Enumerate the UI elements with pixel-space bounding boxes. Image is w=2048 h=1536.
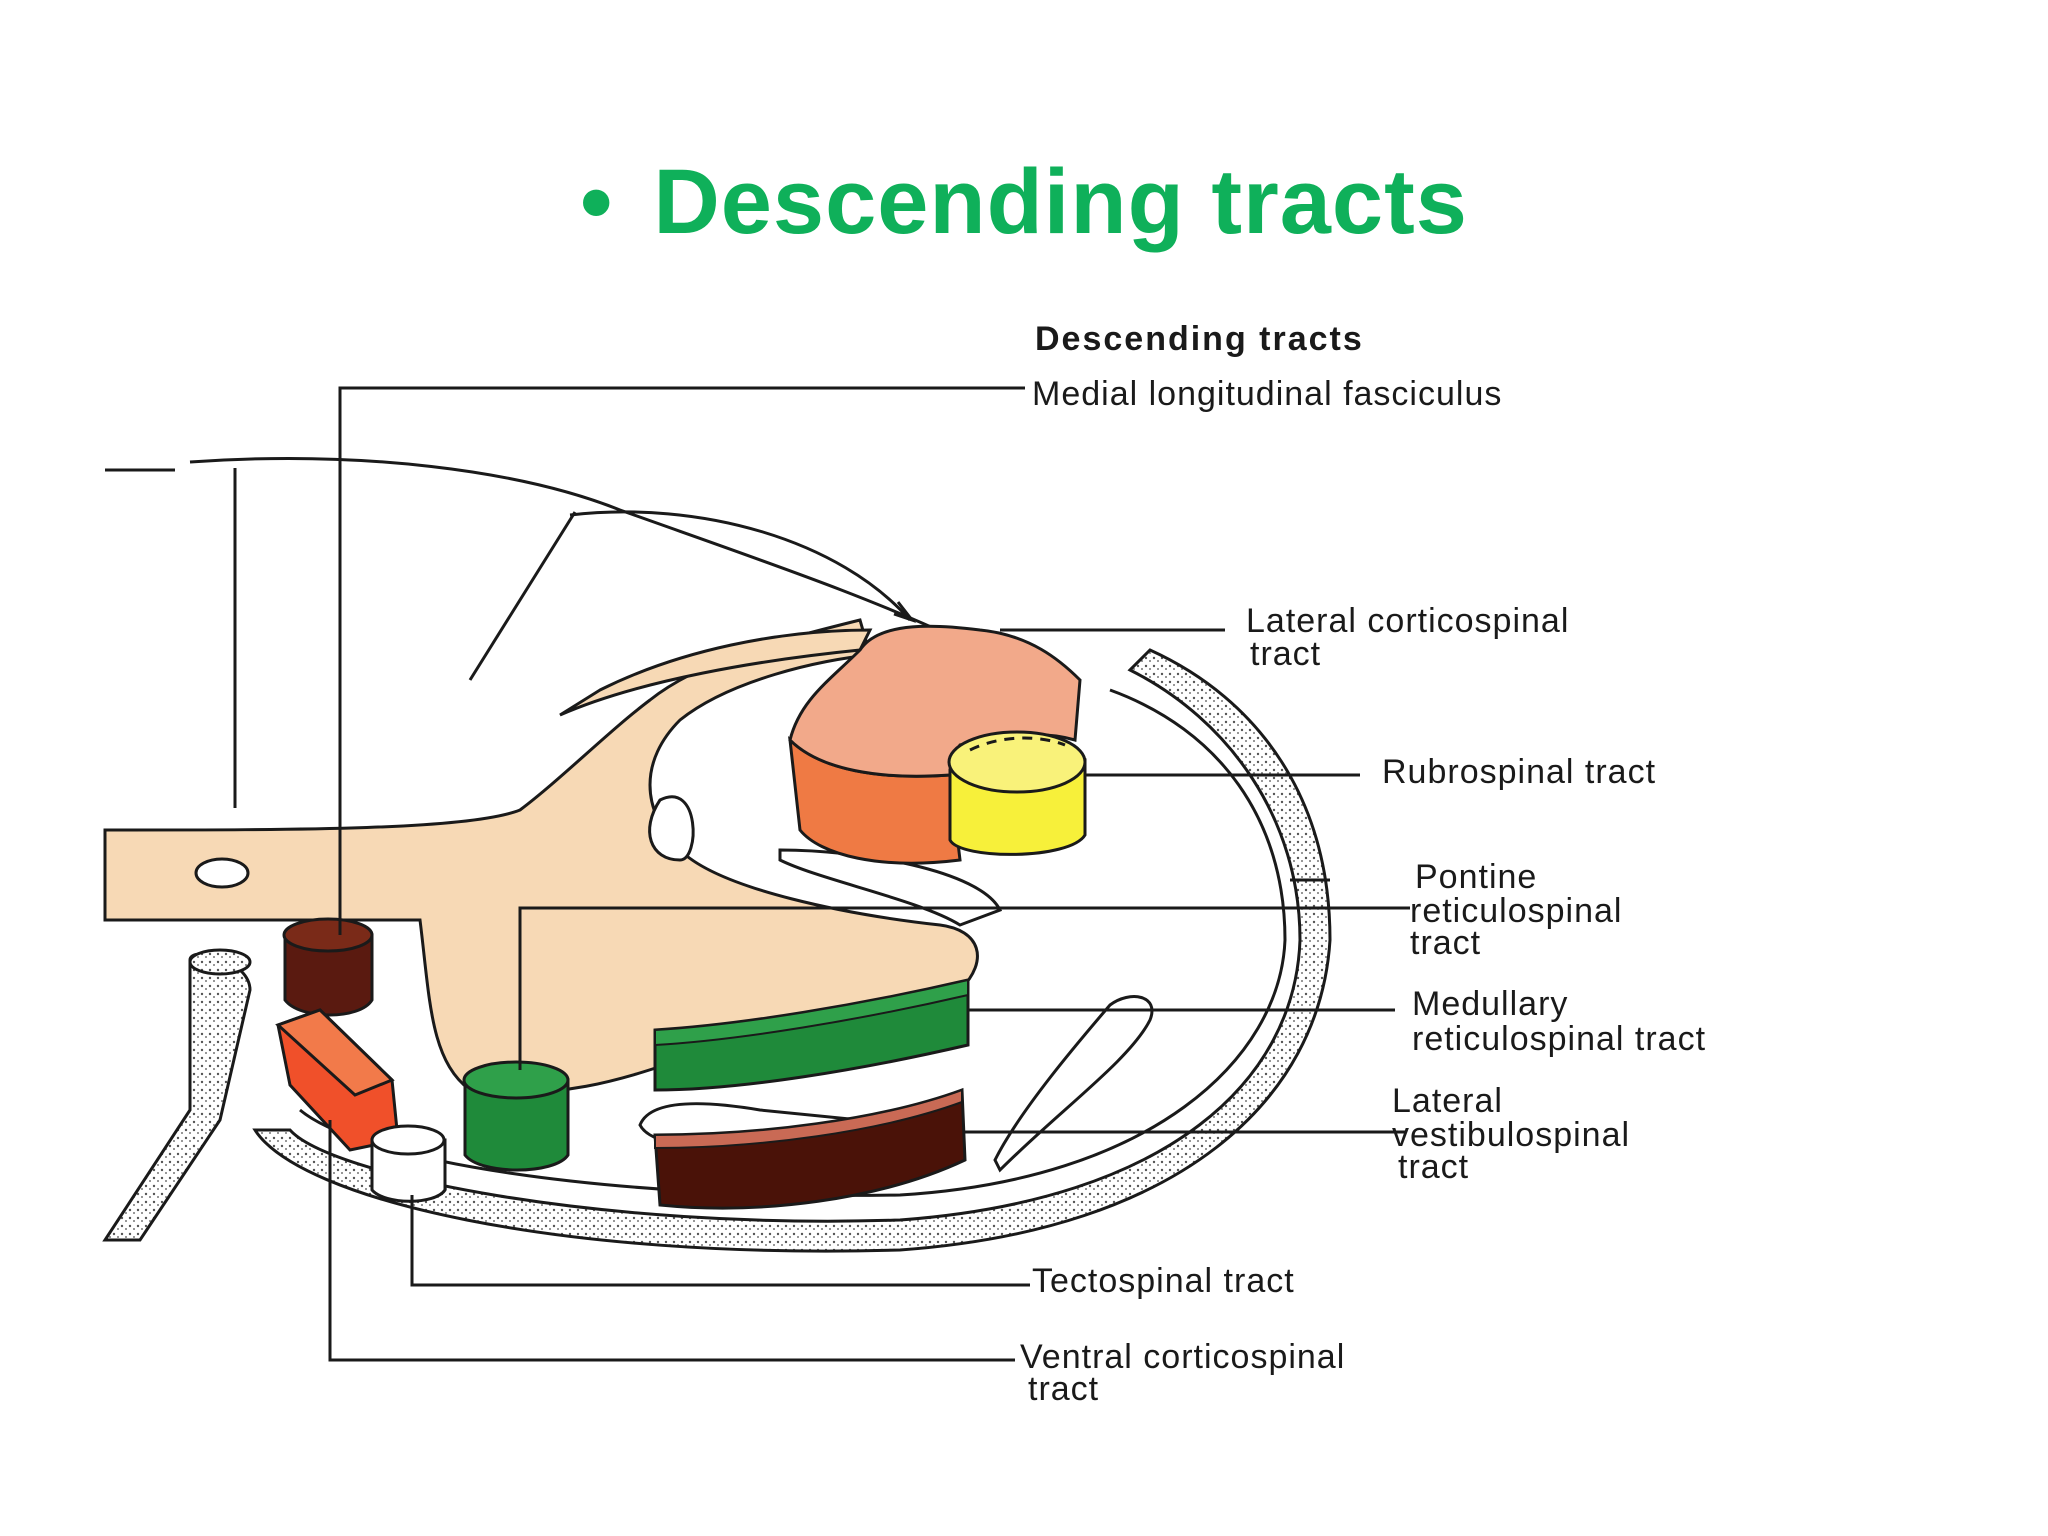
label-lcst-2: tract [1250, 635, 1321, 673]
title-bullet: • [580, 151, 614, 253]
central-canal [194, 857, 250, 889]
label-medullary-2: reticulospinal tract [1412, 1020, 1706, 1058]
label-lvst-3: tract [1398, 1148, 1469, 1186]
label-rubro: Rubrospinal tract [1382, 753, 1656, 791]
leader-vcst [328, 1120, 1015, 1362]
label-medullary-1: Medullary [1412, 985, 1568, 1023]
pontine-reticulospinal-tract [462, 1060, 570, 1172]
label-pontine-3: tract [1410, 924, 1481, 962]
ventral-corticospinal-tract [275, 1008, 400, 1152]
leader-mlf [338, 386, 1025, 935]
slide-title: • Descending tracts [0, 150, 2048, 255]
leader-tecto [410, 1195, 1030, 1287]
anterior-fissure [102, 952, 252, 1242]
medial-longitudinal-fasciculus [282, 917, 374, 1017]
tectospinal-tract [370, 1124, 447, 1203]
lateral-corticospinal-tract [788, 624, 1082, 865]
diagram-heading: Descending tracts [1035, 320, 1364, 358]
cord-outline [105, 457, 981, 808]
medullary-reticulospinal-tract [653, 978, 970, 1092]
label-mlf: Medial longitudinal fasciculus [1032, 375, 1502, 413]
lateral-vestibulospinal-tract [653, 1087, 967, 1210]
leader-pontine [518, 906, 1410, 1070]
label-vcst-1: Ventral corticospinal [1020, 1338, 1345, 1376]
label-lvst-1: Lateral [1392, 1082, 1503, 1120]
label-tecto: Tectospinal tract [1032, 1262, 1295, 1300]
dorsal-horn [559, 628, 873, 717]
leader-lines [328, 386, 1410, 1362]
label-pontine-2: reticulospinal [1410, 892, 1622, 930]
rubrospinal-tract [947, 730, 1087, 856]
inner-boundary [299, 688, 1287, 1197]
outer-rim [252, 648, 1332, 1253]
title-text: Descending tracts [653, 151, 1468, 253]
label-lvst-2: vestibulospinal [1392, 1116, 1630, 1154]
label-lcst-1: Lateral corticospinal [1246, 602, 1569, 640]
label-vcst-2: tract [1028, 1370, 1099, 1408]
label-pontine-1: Pontine [1415, 858, 1537, 896]
